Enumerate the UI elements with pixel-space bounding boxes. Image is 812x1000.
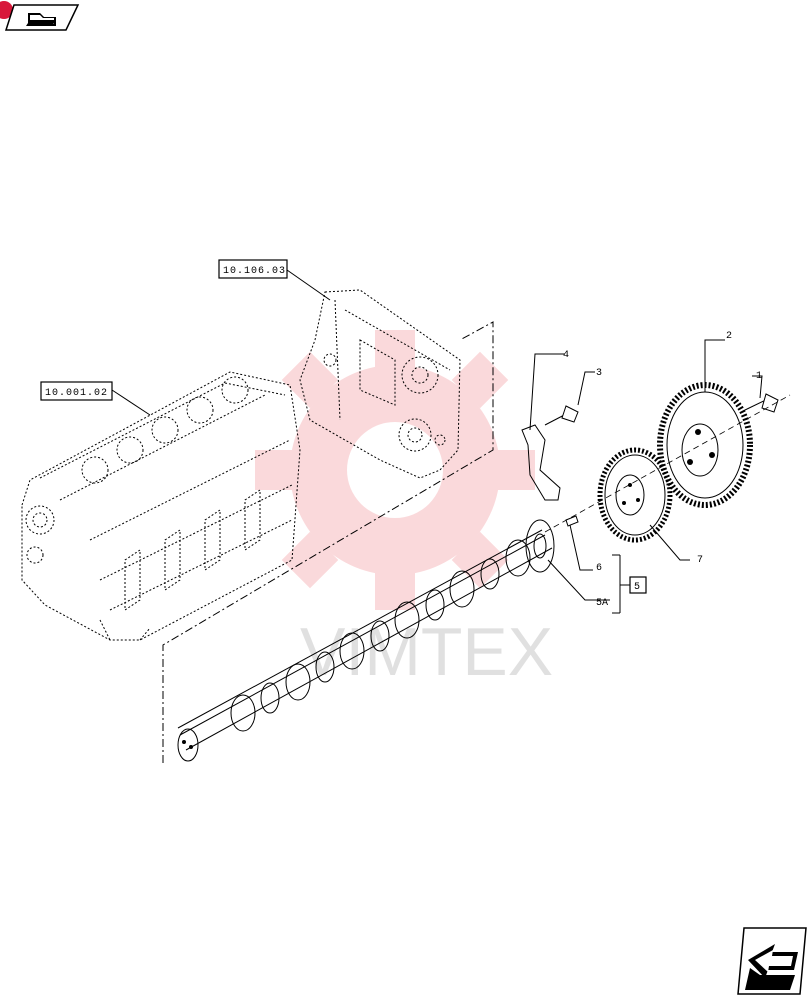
callout-5a: 5A [596,598,608,609]
idler-gear-drawing [657,382,753,508]
callout-1: 1 [756,371,762,382]
bolt-1-drawing [744,393,779,413]
engine-block-drawing [21,371,301,641]
front-cover-ref-box[interactable]: 10.106.03 [218,259,288,279]
watermark-text: VIMTEX [300,614,553,690]
bracket-4-drawing [521,424,561,501]
camshaft-drawing [177,519,555,762]
leader-lines [111,269,763,614]
kit-ref-box[interactable]: 5 [629,576,647,594]
callout-4: 4 [563,350,569,361]
camshaft-gear-drawing [597,447,673,543]
pin-6-drawing [565,515,579,527]
next-page-arrow-icon[interactable] [737,927,807,995]
callout-2: 2 [726,331,732,342]
bolt-3-drawing [544,405,579,426]
front-cover-ref-text: 10.106.03 [223,266,286,277]
front-cover-drawing [299,289,461,479]
assembly-axis [544,394,791,533]
assembly-boundary [162,321,494,763]
callout-7: 7 [697,555,703,566]
folder-back-icon[interactable] [0,1,80,31]
callout-3: 3 [596,368,602,379]
kit-ref-text: 5 [634,582,640,593]
callout-6: 6 [596,563,602,574]
engine-block-ref-box[interactable]: 10.001.02 [40,381,113,401]
engine-block-ref-text: 10.001.02 [45,388,108,399]
